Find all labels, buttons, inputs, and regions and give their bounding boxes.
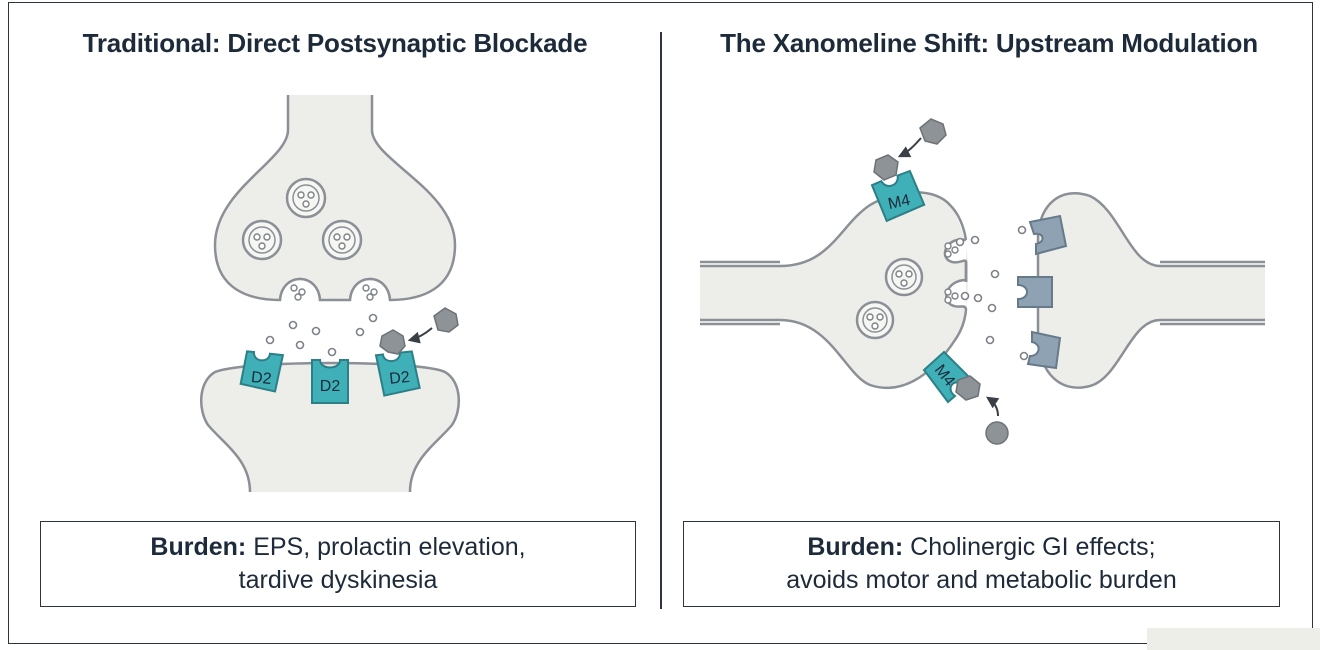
right-burden-box: Burden: Cholinergic GI effects; avoids m… [683, 521, 1280, 607]
d2-receptor-1: D2 [239, 350, 285, 393]
xanomeline-bound-bottom [955, 375, 981, 401]
right-neurotransmitters [955, 225, 1029, 361]
postsynaptic-receptors [1017, 214, 1068, 370]
right-burden-line1: Cholinergic GI effects; [903, 533, 1156, 561]
left-panel-title: Traditional: Direct Postsynaptic Blockad… [82, 28, 588, 58]
right-burden-label: Burden: [807, 533, 904, 561]
left-neurotransmitters [265, 313, 378, 357]
left-presynaptic-terminal [213, 95, 457, 302]
right-burden-line2: avoids motor and metabolic burden [786, 566, 1177, 594]
xanomeline-bound-top [873, 154, 899, 181]
left-vesicles [241, 177, 378, 301]
left-burden-line2: tardive dyskinesia [238, 566, 438, 594]
right-burden-line1-row: Burden: Cholinergic GI effects; [807, 531, 1155, 564]
antipsychotic-ligand-bound [379, 329, 406, 355]
right-postsynaptic-neuron [1036, 192, 1265, 389]
m4-receptor-top: M4 [870, 169, 926, 223]
d2-receptor-2: D2 [311, 359, 349, 404]
antipsychotic-ligand-free [407, 307, 459, 344]
corner-patch [1147, 628, 1320, 650]
d2-label-2: D2 [320, 378, 341, 395]
left-burden-box: Burden: EPS, prolactin elevation, tardiv… [40, 521, 636, 607]
d2-label-1: D2 [250, 369, 272, 388]
d2-label-3: D2 [389, 369, 411, 388]
xanomeline-free-bottom [985, 396, 1009, 445]
right-panel-title: The Xanomeline Shift: Upstream Modulatio… [720, 28, 1258, 58]
d2-receptor-3: D2 [374, 350, 421, 397]
xanomeline-free-top [897, 118, 947, 158]
right-presynaptic-axon [700, 191, 968, 390]
left-burden-line1-row: Burden: EPS, prolactin elevation, [150, 531, 525, 564]
left-burden-label: Burden: [150, 533, 247, 561]
right-vesicles [855, 242, 959, 340]
left-postsynaptic-neuron [199, 361, 461, 493]
left-burden-line1: EPS, prolactin elevation, [246, 533, 526, 561]
panel-divider [660, 32, 662, 609]
m4-label-top: M4 [887, 192, 912, 213]
